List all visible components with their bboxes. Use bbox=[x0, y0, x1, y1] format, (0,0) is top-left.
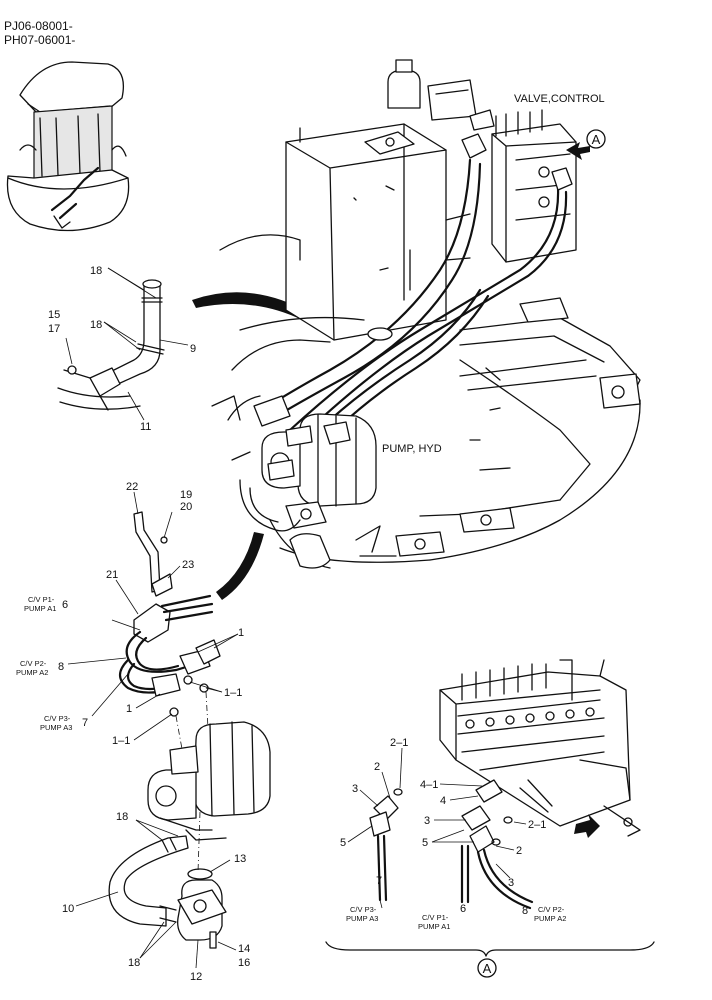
callout: 22 bbox=[126, 481, 138, 493]
callout: 17 bbox=[48, 323, 60, 335]
flow-arrow-icon bbox=[574, 814, 600, 838]
callout: 3 bbox=[424, 815, 430, 827]
callout: 6 bbox=[460, 903, 466, 915]
callout: 1 bbox=[126, 703, 132, 715]
suction-hose-assembly bbox=[57, 279, 165, 411]
callout: 5 bbox=[340, 837, 346, 849]
callout: 2–1 bbox=[390, 737, 408, 749]
pressure-hoses-main bbox=[260, 109, 573, 440]
port-label-p3-line1: C/V P3- bbox=[44, 714, 71, 723]
port-label-p3-line2: PUMP A3 bbox=[40, 723, 72, 732]
callout: 11 bbox=[140, 421, 151, 433]
serial-range-2: PH07-06001- bbox=[4, 33, 75, 47]
callout: 15 bbox=[48, 309, 60, 321]
reference-arrow-upper bbox=[192, 292, 308, 320]
callout: 18 bbox=[90, 319, 102, 331]
callout: 20 bbox=[180, 501, 192, 513]
machine-frame-illustration bbox=[211, 59, 641, 569]
detail-fittings bbox=[369, 779, 534, 910]
detail-label-p3-line1: C/V P3- bbox=[350, 905, 377, 914]
callout: 8 bbox=[522, 905, 528, 917]
callout: 2 bbox=[374, 761, 380, 773]
callout: 18 bbox=[128, 957, 140, 969]
view-marker-top: A bbox=[592, 132, 601, 147]
callout: 4–1 bbox=[420, 779, 438, 791]
callout: 1–1 bbox=[112, 735, 130, 747]
reference-arrow-lower bbox=[216, 532, 264, 600]
callout: 9 bbox=[190, 343, 196, 355]
callout: 23 bbox=[182, 559, 194, 571]
view-marker-bottom: A bbox=[483, 961, 492, 976]
valve-control-label: VALVE,CONTROL bbox=[514, 93, 605, 105]
callout-numbers: 18 18 9 15 17 11 22 19 20 23 21 6 8 7 1 … bbox=[48, 265, 546, 983]
callout: 18 bbox=[90, 265, 102, 277]
detail-label-p2-line2: PUMP A2 bbox=[534, 914, 566, 923]
callout: 3 bbox=[508, 877, 514, 889]
port-label-p1-line2: PUMP A1 bbox=[24, 604, 56, 613]
callout: 6 bbox=[62, 599, 68, 611]
detail-label-p1-line2: PUMP A1 bbox=[418, 922, 450, 931]
callout: 16 bbox=[238, 957, 250, 969]
detail-label-p1-line1: C/V P1- bbox=[422, 913, 449, 922]
control-valve-detail bbox=[439, 659, 641, 837]
callout: 12 bbox=[190, 971, 202, 983]
cab-inset-illustration bbox=[6, 61, 130, 232]
detail-label-p2-line1: C/V P2- bbox=[538, 905, 565, 914]
callout: 1–1 bbox=[224, 687, 242, 699]
port-label-p2-line2: PUMP A2 bbox=[16, 668, 48, 677]
detail-leader-lines bbox=[347, 747, 527, 909]
callout: 14 bbox=[238, 943, 250, 955]
view-circle-icon-bottom bbox=[477, 958, 497, 978]
port-label-p2-line1: C/V P2- bbox=[20, 659, 47, 668]
callout: 13 bbox=[234, 853, 246, 865]
callout: 1 bbox=[238, 627, 244, 639]
callout: 3 bbox=[352, 783, 358, 795]
port-labels: C/V P1- PUMP A1 C/V P2- PUMP A2 C/V P3- … bbox=[16, 595, 566, 931]
callout: 7 bbox=[82, 717, 88, 729]
callout: 5 bbox=[422, 837, 428, 849]
pump-hose-assembly bbox=[118, 594, 221, 717]
callout: 21 bbox=[106, 569, 118, 581]
callout: 7 bbox=[376, 875, 382, 887]
callout: 2–1 bbox=[528, 819, 546, 831]
callout: 10 bbox=[62, 903, 74, 915]
callout: 19 bbox=[180, 489, 192, 501]
callout: 18 bbox=[116, 811, 128, 823]
bracket-assembly bbox=[133, 511, 173, 597]
callout: 8 bbox=[58, 661, 64, 673]
view-circle-icon bbox=[586, 129, 606, 149]
view-arrow-icon bbox=[566, 142, 590, 160]
callout: 4 bbox=[440, 795, 446, 807]
serial-range-1: PJ06-08001- bbox=[4, 19, 73, 33]
suction-hose-lower bbox=[108, 835, 227, 949]
detail-label-p3-line2: PUMP A3 bbox=[346, 914, 378, 923]
pump-hyd-label: PUMP, HYD bbox=[382, 443, 442, 455]
callout: 2 bbox=[516, 845, 522, 857]
hydraulic-pump-detail bbox=[147, 721, 271, 841]
hydraulic-pump-main bbox=[239, 395, 377, 569]
port-label-p1-line1: C/V P1- bbox=[28, 595, 55, 604]
view-a-bracket bbox=[325, 941, 655, 957]
